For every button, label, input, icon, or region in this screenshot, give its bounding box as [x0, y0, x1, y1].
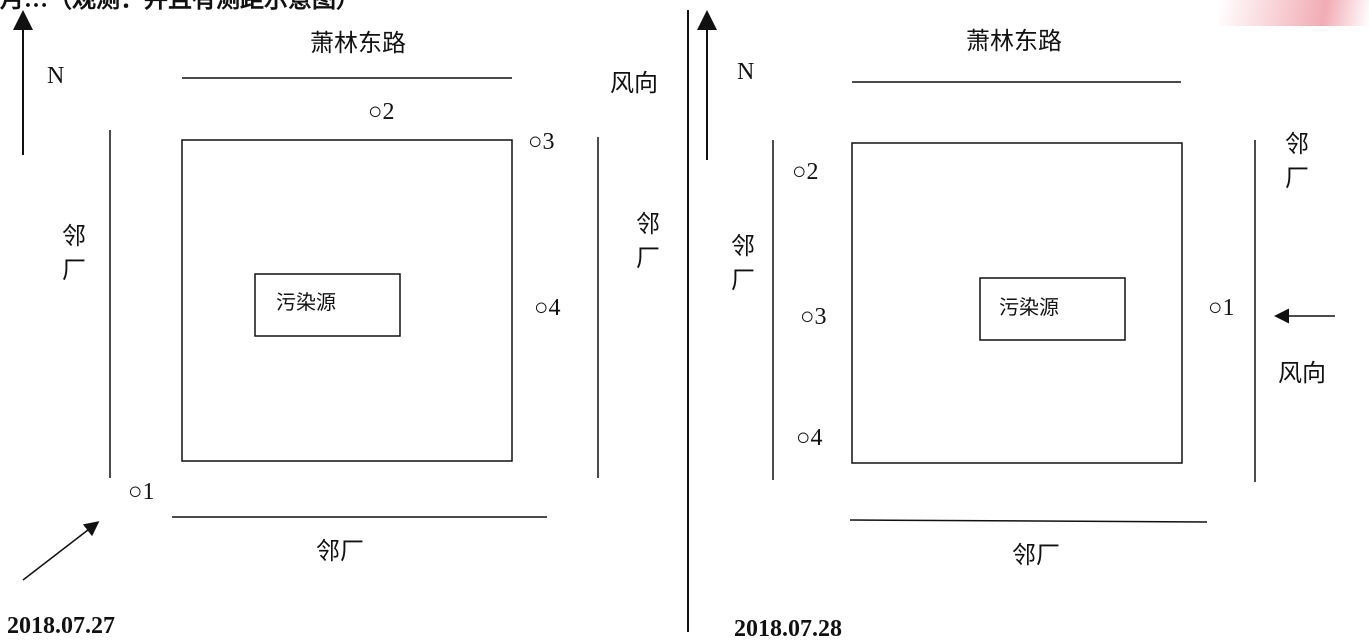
right-pollution-source-label: 污染源	[999, 297, 1059, 319]
left-road-label: 萧林东路	[310, 31, 406, 57]
left-wind-arrow	[22, 521, 100, 581]
right-neighbor-bottom-line	[849, 519, 1208, 523]
right-site-boundary	[851, 142, 1183, 464]
left-point-4: ○4	[534, 295, 561, 321]
left-neighbor-bottom-label: 邻厂	[316, 539, 364, 565]
right-point-4: ○4	[796, 425, 823, 451]
left-north-label: N	[47, 63, 65, 89]
left-pollution-source-box	[254, 273, 401, 337]
ink-mark	[1219, 0, 1369, 26]
right-point-1: ○1	[1208, 295, 1235, 321]
left-point-1: ○1	[128, 479, 155, 505]
left-pollution-source-label: 污染源	[276, 292, 336, 314]
right-wind-label: 风向	[1278, 361, 1326, 387]
right-neighbor-bottom-label: 邻厂	[1012, 543, 1060, 569]
left-neighbor-left-label: 邻 厂	[62, 224, 86, 284]
left-point-3: ○3	[528, 129, 555, 155]
left-wind-label: 风向	[610, 71, 658, 97]
left-point-2: ○2	[368, 99, 395, 125]
right-point-2: ○2	[792, 159, 819, 185]
right-north-label: N	[737, 59, 755, 85]
right-date: 2018.07.28	[734, 616, 842, 642]
left-date: 2018.07.27	[7, 613, 115, 639]
right-neighbor-left-label: 邻 厂	[731, 234, 755, 294]
right-neighbor-right-label: 邻 厂	[1285, 132, 1309, 192]
left-neighbor-right-label: 邻 厂	[636, 212, 660, 272]
header-fragment: 月…（观测：并且有测距示意图）	[0, 0, 360, 13]
left-site-boundary	[181, 139, 513, 462]
right-road-label: 萧林东路	[966, 29, 1062, 55]
right-point-3: ○3	[800, 304, 827, 330]
right-pollution-source-box	[979, 277, 1126, 341]
